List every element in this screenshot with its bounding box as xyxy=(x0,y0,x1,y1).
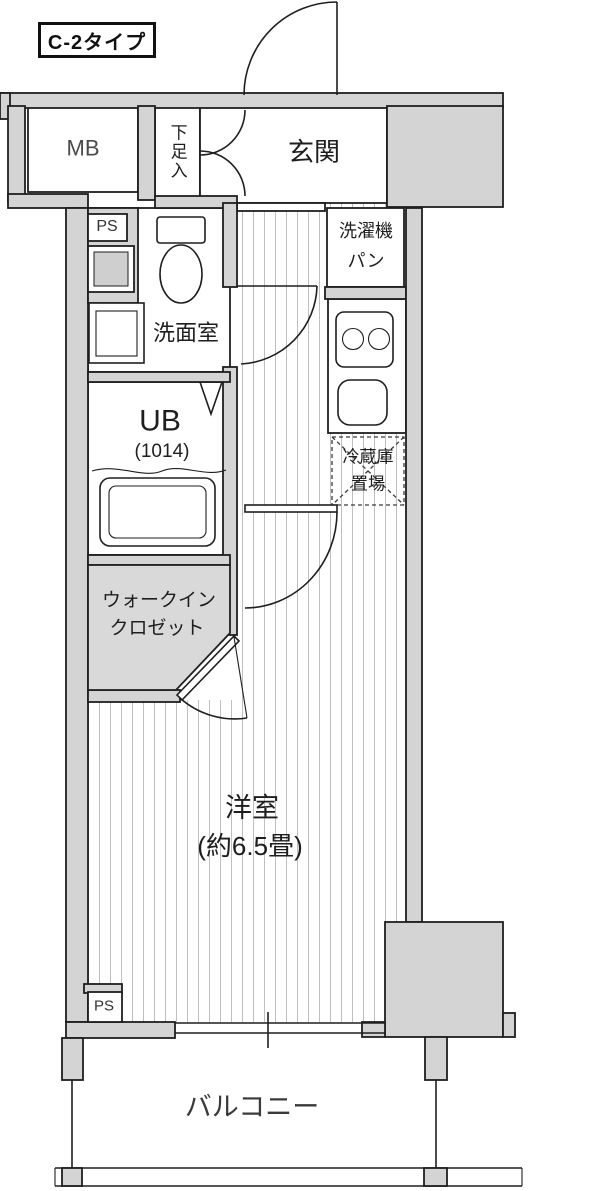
washbasin-icon xyxy=(88,302,145,364)
shaft-box-inner xyxy=(93,251,129,287)
entrance-door-arc xyxy=(243,1,338,96)
washroom-door-arc xyxy=(237,285,318,365)
entrance-room xyxy=(199,105,388,204)
sink-icon xyxy=(337,379,388,426)
corner-pillar xyxy=(384,921,504,1038)
shoe-cabinet-room xyxy=(154,105,201,199)
meter-box-room xyxy=(27,103,139,193)
closet-door-arc xyxy=(175,634,248,720)
pipe-space-top-box xyxy=(87,213,128,242)
laundry-pan-box xyxy=(326,207,405,288)
balcony-post-left xyxy=(61,1037,84,1081)
fridge-space-outline xyxy=(331,436,405,506)
balcony-post-right xyxy=(424,1036,448,1081)
stove-icon xyxy=(335,311,394,368)
shoe-cabinet-doors xyxy=(199,109,246,197)
window-lines xyxy=(175,1012,385,1048)
balcony-railing xyxy=(54,1167,523,1187)
bath-curtain-line xyxy=(91,468,227,474)
bedroom-door-arc xyxy=(244,504,338,609)
walk-in-closet-room xyxy=(87,564,231,691)
plan-type-badge: C-2タイプ xyxy=(38,22,156,58)
pipe-space-bottom-box xyxy=(87,991,123,1023)
bathtub-icon xyxy=(91,381,227,547)
bath-folding-door-icon xyxy=(199,381,223,417)
toilet-icon xyxy=(156,216,206,304)
balcony-structure xyxy=(54,1036,523,1187)
service-boxes xyxy=(87,213,135,1023)
entrance-step xyxy=(236,202,326,212)
